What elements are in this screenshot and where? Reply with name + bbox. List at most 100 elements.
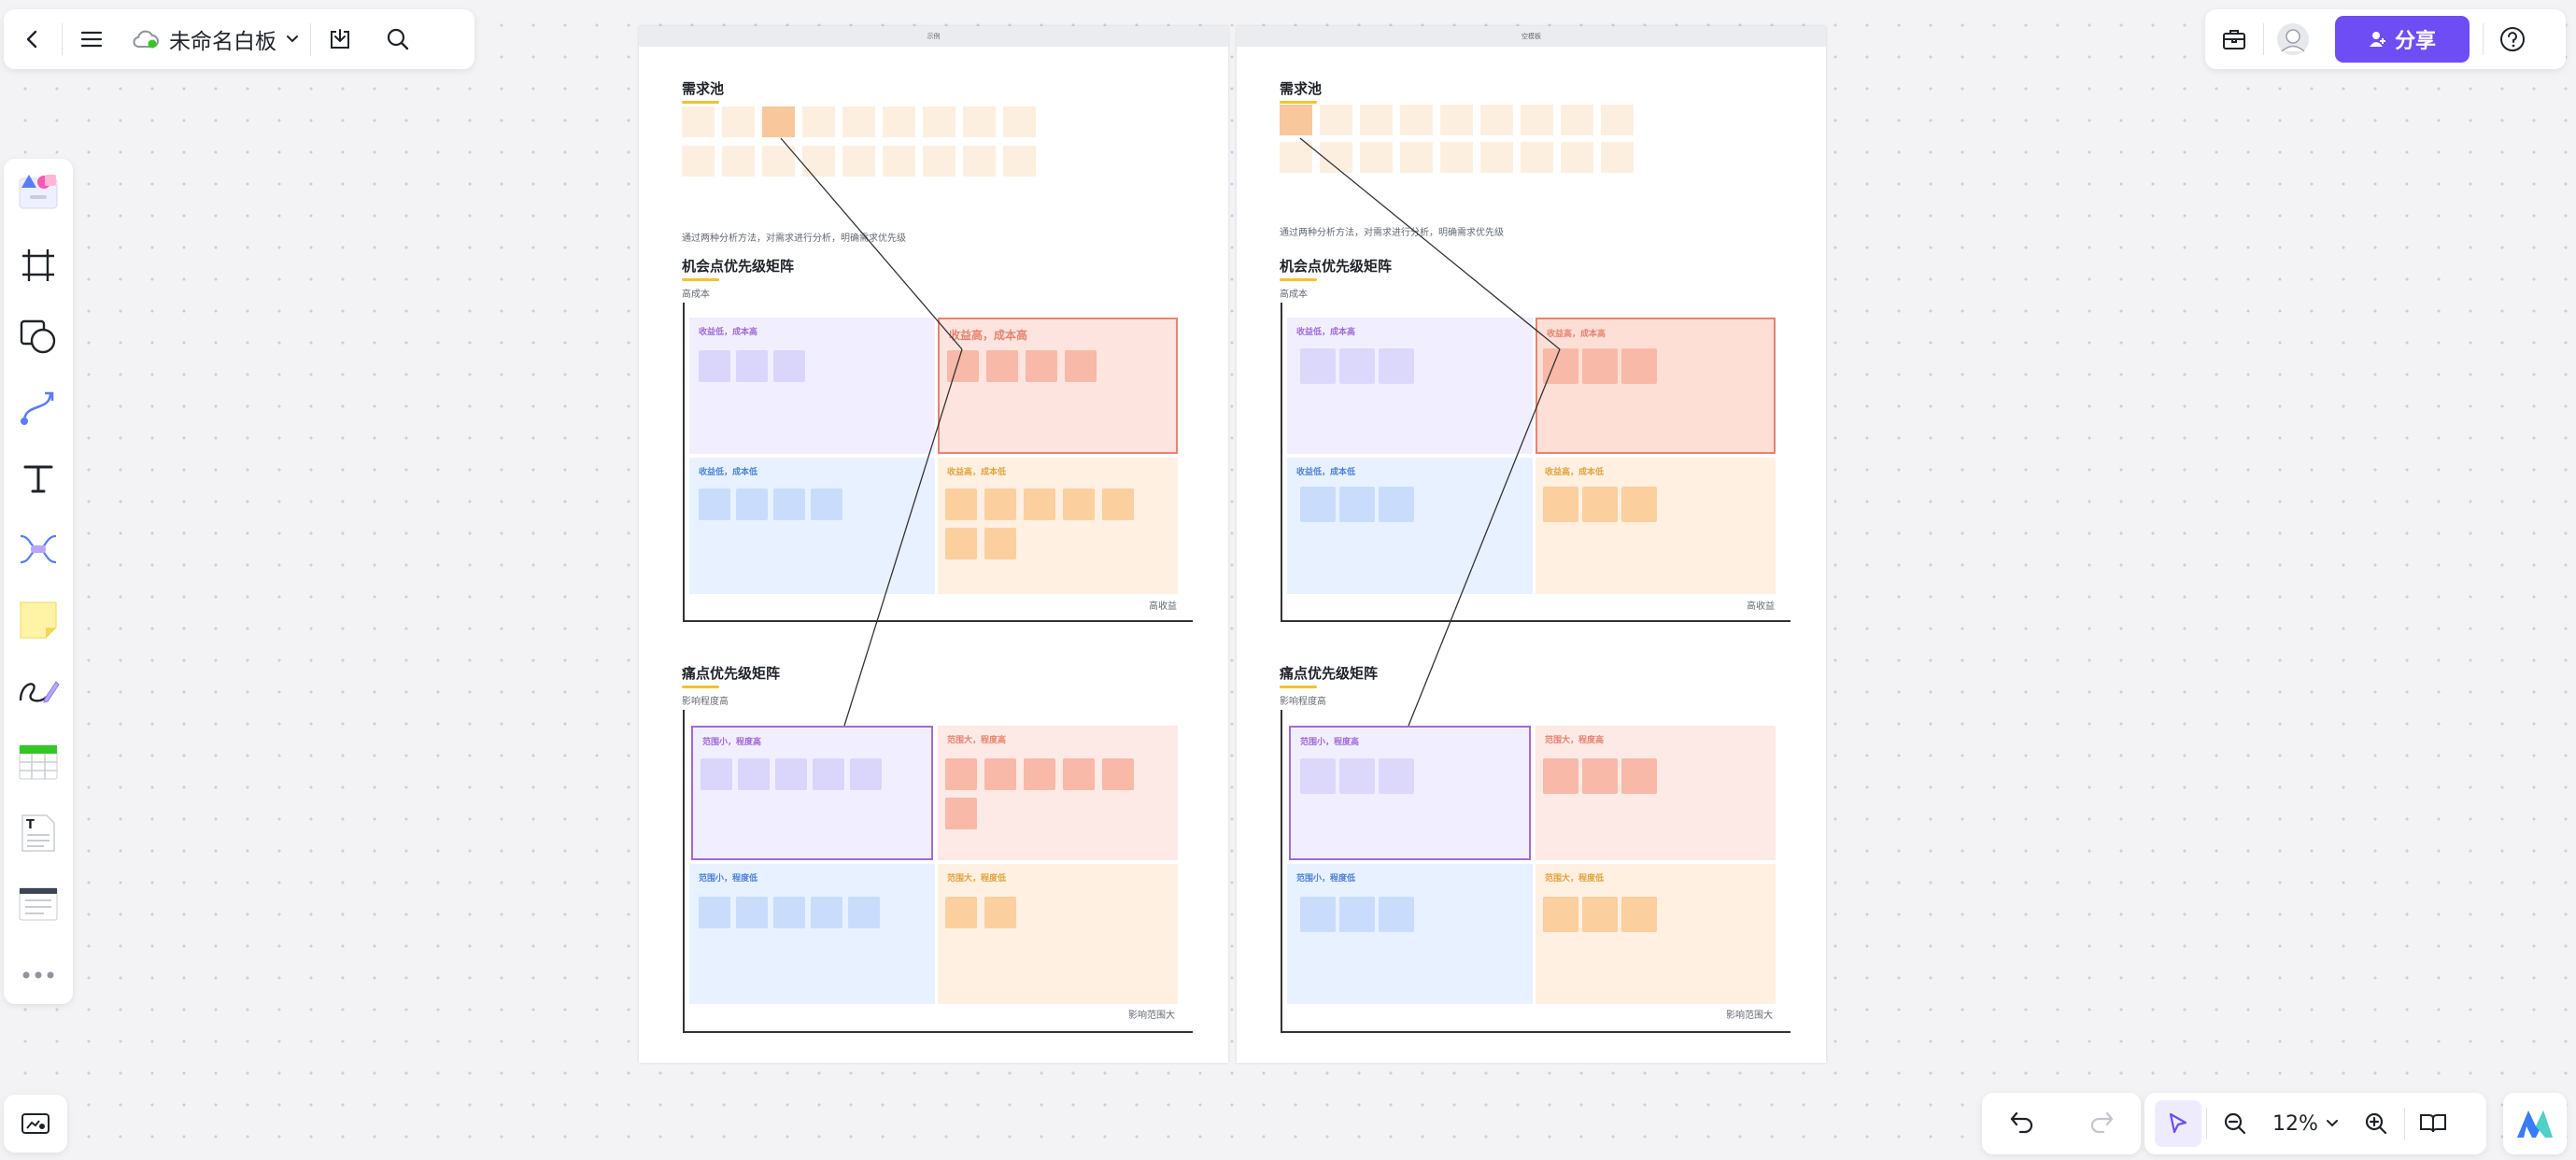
pool-note[interactable] <box>883 146 915 177</box>
sticky-note[interactable] <box>850 758 882 790</box>
sticky-note[interactable] <box>1300 758 1336 794</box>
pool-note[interactable] <box>1601 142 1634 173</box>
sticky-note[interactable] <box>1379 758 1414 794</box>
pool-note[interactable] <box>1320 105 1352 135</box>
pool-note[interactable] <box>802 106 835 137</box>
sticky-note[interactable] <box>945 897 977 928</box>
pool-note[interactable] <box>682 106 715 137</box>
sticky-note[interactable] <box>945 798 977 829</box>
search-button[interactable] <box>369 9 427 69</box>
sticky-note[interactable] <box>775 758 807 790</box>
menu-button[interactable] <box>63 9 120 69</box>
help-button[interactable] <box>2484 9 2541 69</box>
sticky-note[interactable] <box>1379 487 1414 522</box>
quadrant-high-benefit-high-cost[interactable]: 收益高，成本高 <box>1536 318 1776 454</box>
frame-example[interactable]: 示例 需求池 通过两种分析方法，对需求进行分析，明确需求优先级 机会点优先级矩阵… <box>639 26 1228 1063</box>
pool-note[interactable] <box>1360 142 1393 173</box>
undo-button[interactable] <box>2009 1110 2035 1138</box>
pool-note[interactable] <box>762 106 795 137</box>
minimap-button[interactable] <box>4 1095 67 1153</box>
sticky-note[interactable] <box>1300 897 1336 932</box>
sticky-note[interactable] <box>1102 488 1134 520</box>
sticky-note[interactable] <box>1621 758 1657 794</box>
sticky-note[interactable] <box>1582 758 1618 794</box>
sticky-note[interactable] <box>701 758 732 790</box>
pool-note[interactable] <box>842 106 875 137</box>
sticky-note[interactable] <box>699 488 730 520</box>
mindmap-tool[interactable] <box>16 527 61 572</box>
pool-note[interactable] <box>923 106 955 137</box>
sticky-note[interactable] <box>1063 488 1095 520</box>
sticky-note[interactable] <box>945 488 977 520</box>
sticky-note[interactable] <box>1339 758 1375 794</box>
zoom-level-dropdown[interactable]: 12% <box>2263 1112 2348 1136</box>
sticky-note[interactable] <box>1543 897 1578 932</box>
sticky-note[interactable] <box>1621 348 1657 384</box>
sticky-note[interactable] <box>738 758 770 790</box>
app-logo-button[interactable] <box>2503 1093 2567 1154</box>
sticky-note[interactable] <box>1300 487 1336 522</box>
pool-note[interactable] <box>923 146 955 177</box>
sticky-note[interactable] <box>1379 897 1414 932</box>
sticky-note[interactable] <box>773 488 805 520</box>
frame-blank-template[interactable]: 空模板 需求池 通过两种分析方法，对需求进行分析，明确需求优先级 机会点优先级矩… <box>1237 26 1826 1063</box>
more-tools-button[interactable] <box>16 953 61 997</box>
pool-note[interactable] <box>722 106 755 137</box>
pool-note[interactable] <box>963 106 996 137</box>
board-title-button[interactable]: 未命名白板 <box>120 23 310 55</box>
sticky-note[interactable] <box>945 758 977 790</box>
quadrant-small-range-high-degree[interactable]: 范围小，程度高 <box>1289 726 1531 860</box>
pen-tool[interactable] <box>16 669 61 714</box>
pool-note[interactable] <box>1003 106 1036 137</box>
sticky-note[interactable] <box>848 897 880 928</box>
sticky-note[interactable] <box>1024 488 1055 520</box>
shape-tool[interactable] <box>16 314 61 359</box>
sticky-note[interactable] <box>986 350 1018 382</box>
sticky-note[interactable] <box>1063 758 1095 790</box>
download-button[interactable] <box>311 9 369 69</box>
quadrant-large-range-high-degree[interactable]: 范围大，程度高 <box>1536 726 1776 860</box>
pool-note[interactable] <box>963 146 996 177</box>
sticky-note[interactable] <box>1582 348 1618 384</box>
sticky-note[interactable] <box>1026 350 1057 382</box>
quadrant-low-benefit-high-cost[interactable]: 收益低，成本高 <box>689 318 935 454</box>
sticky-note[interactable] <box>984 897 1016 928</box>
pool-note[interactable] <box>1561 105 1593 135</box>
text-doc-tool[interactable]: T <box>16 811 61 856</box>
sticky-note[interactable] <box>1024 758 1055 790</box>
sticky-note[interactable] <box>1621 897 1657 932</box>
sticky-note[interactable] <box>1339 348 1375 384</box>
table-tool[interactable] <box>16 740 61 785</box>
quadrant-high-benefit-low-cost[interactable]: 收益高，成本低 <box>1536 458 1776 594</box>
sticky-note[interactable] <box>1379 348 1414 384</box>
pool-note[interactable] <box>1521 105 1553 135</box>
sticky-note[interactable] <box>1102 758 1134 790</box>
sticky-note[interactable] <box>947 350 979 382</box>
toolbox-button[interactable] <box>2205 9 2263 69</box>
sticky-note[interactable] <box>736 488 768 520</box>
connector-tool[interactable] <box>16 385 61 430</box>
pool-note[interactable] <box>802 146 835 177</box>
sticky-note[interactable] <box>984 488 1016 520</box>
pool-note[interactable] <box>1480 105 1513 135</box>
share-button[interactable]: 分享 <box>2335 16 2470 63</box>
pool-note[interactable] <box>1601 105 1634 135</box>
quadrant-small-range-low-degree[interactable]: 范围小，程度低 <box>689 864 935 1004</box>
sticky-note[interactable] <box>699 897 730 928</box>
quadrant-small-range-high-degree[interactable]: 范围小，程度高 <box>691 726 933 860</box>
pool-note[interactable] <box>1561 142 1593 173</box>
sticky-note[interactable] <box>736 350 768 382</box>
avatar[interactable] <box>2264 9 2322 69</box>
quadrant-small-range-low-degree[interactable]: 范围小，程度低 <box>1287 864 1533 1004</box>
sticky-note[interactable] <box>984 758 1016 790</box>
sticky-note-tool[interactable] <box>16 598 61 643</box>
sticky-note[interactable] <box>1582 487 1618 522</box>
template-tool[interactable] <box>16 168 61 213</box>
sticky-note[interactable] <box>736 897 768 928</box>
sticky-note[interactable] <box>813 758 844 790</box>
book-button[interactable] <box>2405 1093 2461 1154</box>
sticky-note[interactable] <box>1543 758 1578 794</box>
list-doc-tool[interactable] <box>16 882 61 927</box>
pool-note[interactable] <box>1400 105 1433 135</box>
quadrant-large-range-high-degree[interactable]: 范围大，程度高 <box>938 726 1178 860</box>
